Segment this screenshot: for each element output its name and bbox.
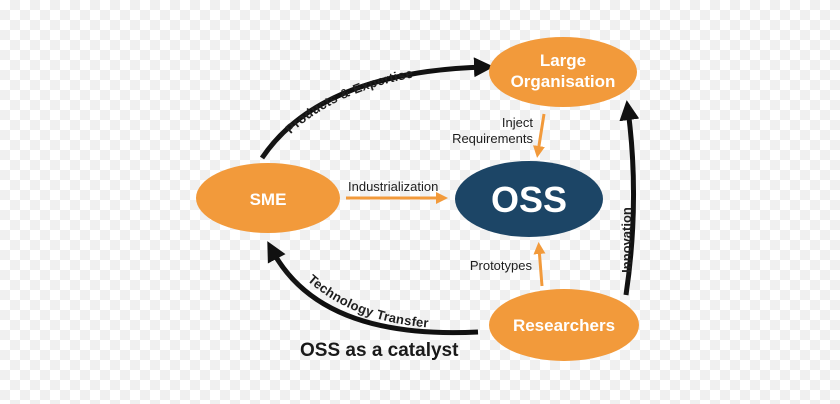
node-researchers: Researchers: [489, 289, 639, 361]
label-innovation: Innovation: [619, 207, 634, 273]
arrow-technology-transfer: [267, 241, 479, 336]
arrow-inject-requirements: [533, 113, 546, 158]
label-products-expertise-text: Products & Expertise: [282, 66, 414, 137]
node-large-organisation: Large Organisation: [489, 37, 637, 107]
label-requirements: Requirements: [452, 131, 533, 146]
arrow-products-expertise: [259, 57, 494, 160]
diagram-caption: OSS as a catalyst: [300, 340, 459, 361]
arrow-prototypes: [533, 242, 546, 287]
arrow-innovation: [619, 100, 640, 296]
researchers-label: Researchers: [513, 316, 615, 335]
large-org-line1: Large: [540, 51, 586, 70]
label-industrialization: Industrialization: [348, 179, 438, 194]
node-sme: SME: [196, 163, 340, 233]
oss-label: OSS: [491, 179, 567, 220]
large-org-line2: Organisation: [511, 72, 616, 91]
sme-label: SME: [250, 190, 287, 209]
label-products-expertise: Products & Expertise: [282, 66, 414, 137]
label-prototypes: Prototypes: [470, 258, 533, 273]
node-oss: OSS: [455, 161, 603, 237]
label-inject: Inject: [502, 115, 533, 130]
